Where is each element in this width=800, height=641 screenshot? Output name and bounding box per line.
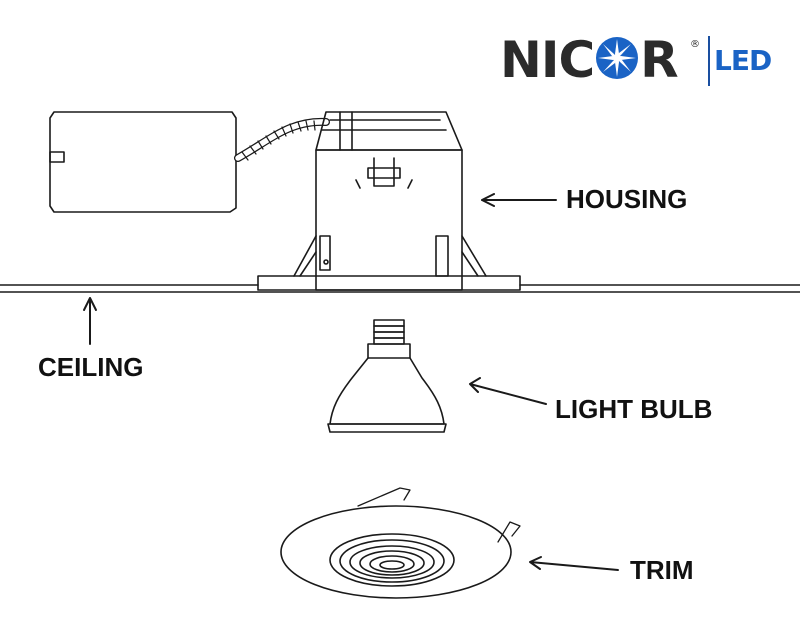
trim	[280, 487, 521, 599]
brand-divider	[708, 36, 710, 86]
flexible-conduit	[234, 117, 330, 162]
trim-arrow	[529, 556, 619, 571]
arrows	[83, 193, 619, 571]
registered-mark: ®	[690, 39, 700, 50]
ceiling-line	[0, 284, 800, 293]
brand-name-right: R	[640, 31, 679, 89]
junction-box	[49, 111, 237, 213]
sun-icon	[596, 37, 639, 79]
brand-name-left: NIC	[500, 31, 595, 89]
light-bulb-label: LIGHT BULB	[555, 394, 713, 424]
ceiling-label: CEILING	[38, 352, 144, 382]
bulb-arrow	[469, 377, 547, 405]
brand-logo: NIC R	[500, 30, 679, 90]
brand-led-suffix: LED	[714, 44, 772, 77]
housing-arrow	[481, 193, 557, 207]
light-bulb	[327, 319, 447, 433]
trim-label: TRIM	[630, 555, 694, 585]
housing	[257, 111, 521, 291]
housing-label: HOUSING	[566, 184, 688, 214]
ceiling-arrow	[83, 297, 97, 345]
